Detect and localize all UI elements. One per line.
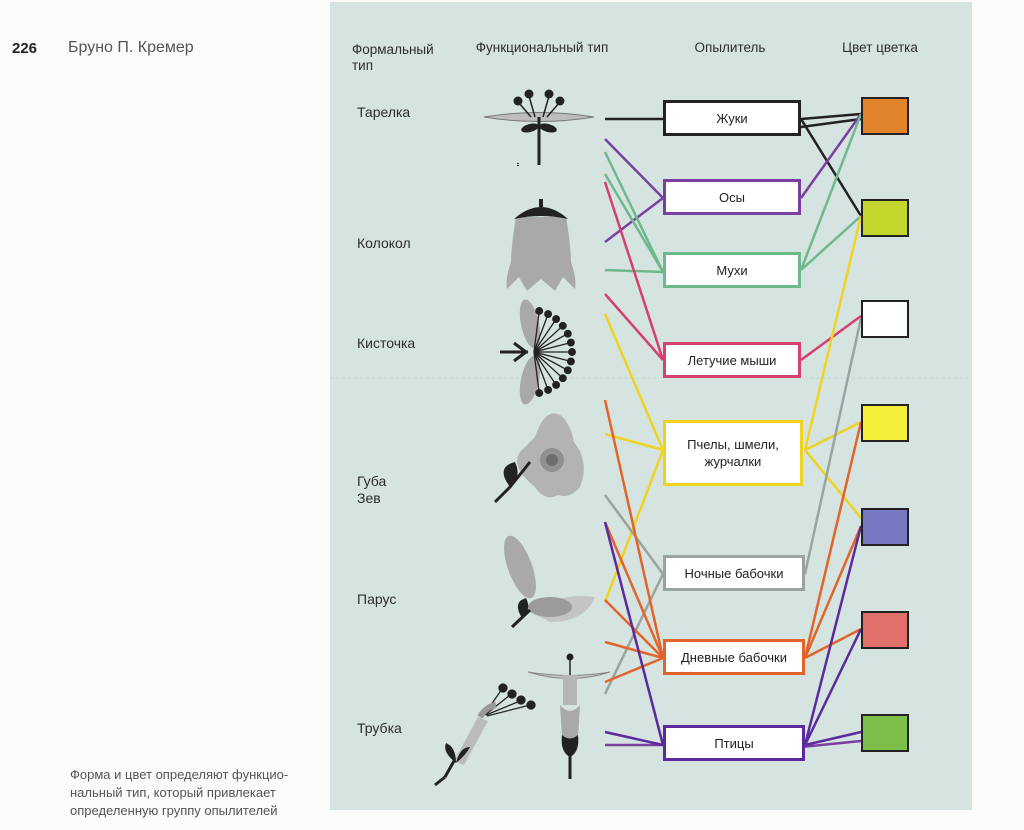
- connection-line: [804, 730, 862, 747]
- connection-line: [799, 113, 863, 199]
- formal-type-sail: Парус: [357, 591, 397, 607]
- color-swatch-orange: [861, 97, 909, 135]
- connection-line: [804, 420, 862, 452]
- connection-line: [803, 421, 863, 659]
- formal-type-bell: Колокол: [357, 235, 411, 251]
- connection-lines: [330, 89, 972, 787]
- brush-flower-icon: [500, 299, 576, 405]
- connection-line-group: [603, 112, 863, 749]
- formal-type-tube: Трубка: [357, 720, 402, 736]
- connection-line: [603, 521, 665, 746]
- connection-line: [604, 730, 664, 747]
- pollinator-wasps: Осы: [663, 179, 801, 215]
- connection-line: [603, 399, 665, 659]
- header-functional-type: Функциональный тип: [475, 40, 609, 55]
- connection-line: [803, 525, 863, 746]
- connection-line: [604, 640, 664, 660]
- formal-type-brush: Кисточка: [357, 335, 416, 351]
- connection-line: [604, 138, 664, 199]
- connection-line: [804, 449, 862, 519]
- connection-line: [603, 521, 665, 659]
- color-swatch-white: [861, 300, 909, 338]
- connection-line: [604, 656, 664, 684]
- sail-flower-icon: [504, 535, 595, 629]
- connection-line: [799, 113, 863, 271]
- connection-line: [800, 112, 862, 121]
- connection-line: [803, 215, 863, 451]
- figure-caption: Форма и цвет определяют функцио- нальный…: [70, 767, 289, 818]
- connection-line: [800, 215, 862, 271]
- connection-line: [803, 628, 863, 746]
- connection-line: [800, 117, 862, 129]
- formal-type-plate: Тарелка: [357, 104, 411, 120]
- connection-line: [799, 118, 863, 217]
- pollinator-birds: Птицы: [663, 725, 805, 761]
- pollinator-bats: Летучие мыши: [663, 342, 801, 378]
- connection-line: [603, 151, 665, 273]
- connection-line: [803, 317, 863, 575]
- page-author: Бруно П. Кремер: [68, 39, 194, 56]
- tube-flower-icon: [434, 653, 611, 787]
- connection-line: [804, 627, 862, 660]
- formal-type-lip: Губа Зев: [357, 473, 387, 506]
- pollinator-butterflies: Дневные бабочки: [663, 639, 805, 675]
- connection-line: [604, 197, 664, 243]
- connection-line: [803, 525, 863, 659]
- plate-flower-icon: [483, 89, 595, 167]
- pollinator-flies: Мухи: [663, 252, 801, 288]
- color-swatch-yellow: [861, 404, 909, 442]
- pollinator-beetles: Жуки: [663, 100, 801, 136]
- lip-flower-icon: [493, 413, 584, 504]
- bell-flower-icon: [506, 199, 576, 291]
- connection-line: [603, 173, 665, 273]
- header-flower-color: Цвет цветка: [842, 40, 918, 55]
- connection-line: [800, 739, 862, 749]
- color-swatch-green: [861, 714, 909, 752]
- pollinator-moths: Ночные бабочки: [663, 555, 805, 591]
- diagram-panel: Формальный тип Функциональный тип Опылит…: [330, 2, 972, 810]
- header-pollinator: Опылитель: [694, 40, 766, 55]
- connection-line: [604, 432, 664, 452]
- page-number: 226: [12, 40, 38, 57]
- connection-line: [604, 293, 664, 361]
- connection-line: [603, 181, 665, 361]
- connection-line: [603, 313, 665, 451]
- header-formal-type: Формальный тип: [352, 42, 434, 73]
- color-swatch-blue: [861, 508, 909, 546]
- pollinator-bees: Пчелы, шмели, журчалки: [663, 420, 803, 486]
- color-swatch-yellow-green: [861, 199, 909, 237]
- color-swatch-red: [861, 611, 909, 649]
